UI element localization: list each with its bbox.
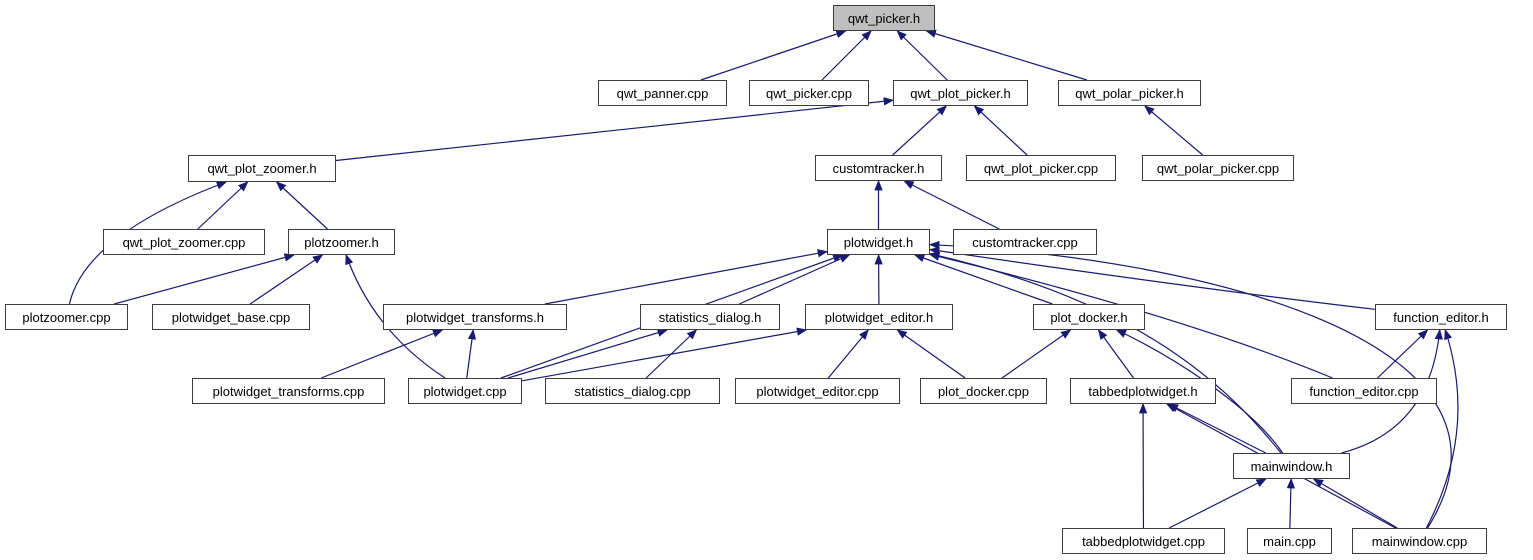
graph-edge-mainwindow_cpp-to-mainwindow_h [1312,478,1398,529]
graph-node-customtracker_h[interactable]: customtracker.h [815,155,942,181]
graph-edge-mainwindow_cpp-to-function_editor_h [1425,328,1459,529]
graph-edge-function_editor_cpp-to-plotwidget_h [928,252,1333,379]
graph-edge-plotzoomer_cpp-to-plotzoomer_h [114,253,295,305]
graph-node-plotwidget_base_cpp[interactable]: plotwidget_base.cpp [152,304,310,330]
graph-node-plot_docker_cpp[interactable]: plot_docker.cpp [920,378,1047,404]
graph-node-plotwidget_editor_cpp[interactable]: plotwidget_editor.cpp [735,378,900,404]
graph-edge-plotwidget_editor_cpp-to-plotwidget_editor_h [827,329,869,379]
graph-edge-plot_docker_cpp-to-plot_docker_h [1001,329,1072,379]
graph-edge-main_cpp-to-mainwindow_h [1286,477,1296,529]
graph-edge-plotwidget_cpp-to-plotwidget_editor_h [521,327,808,382]
graph-edge-plotwidget_cpp-to-statistics_dialog_h [507,328,669,379]
graph-edge-function_editor_h-to-plotwidget_h [928,246,1376,310]
graph-edge-plotzoomer_h-to-qwt_plot_zoomer_h [275,181,328,230]
graph-node-plotzoomer_h[interactable]: plotzoomer.h [288,229,395,255]
graph-edge-mainwindow_h-to-tabbedplotwidget_h [1167,403,1267,454]
graph-node-plotwidget_h[interactable]: plotwidget.h [827,229,930,255]
graph-node-mainwindow_cpp[interactable]: mainwindow.cpp [1352,528,1487,554]
graph-edge-plotwidget_transforms_cpp-to-plotwidget_transforms_h [321,329,444,379]
graph-node-qwt_plot_zoomer_h[interactable]: qwt_plot_zoomer.h [188,155,336,182]
graph-node-qwt_picker_cpp[interactable]: qwt_picker.cpp [749,80,869,106]
graph-edge-tabbedplotwidget_cpp-to-mainwindow_h [1168,478,1267,529]
graph-edge-qwt_plot_zoomer_cpp-to-qwt_plot_zoomer_h [197,181,249,230]
graph-node-plot_docker_h[interactable]: plot_docker.h [1033,304,1145,330]
graph-node-qwt_polar_picker_h[interactable]: qwt_polar_picker.h [1058,80,1201,106]
graph-edge-qwt_polar_picker_h-to-qwt_picker_h [925,29,1088,81]
graph-edge-qwt_polar_picker_cpp-to-qwt_polar_picker_h [1144,105,1204,156]
graph-node-plotwidget_cpp[interactable]: plotwidget.cpp [408,378,522,404]
graph-node-plotwidget_transforms_h[interactable]: plotwidget_transforms.h [383,304,567,330]
graph-node-plotwidget_editor_h[interactable]: plotwidget_editor.h [805,304,953,330]
graph-edge-plotwidget_base_cpp-to-plotzoomer_h [249,254,324,305]
graph-node-plotzoomer_cpp[interactable]: plotzoomer.cpp [5,304,128,330]
graph-node-statistics_dialog_cpp[interactable]: statistics_dialog.cpp [545,378,720,404]
graph-edge-qwt_plot_zoomer_h-to-qwt_plot_picker_h [335,97,895,162]
graph-node-qwt_plot_picker_cpp[interactable]: qwt_plot_picker.cpp [966,155,1116,181]
graph-edge-qwt_plot_picker_cpp-to-qwt_plot_picker_h [973,105,1028,156]
graph-node-plotwidget_transforms_cpp[interactable]: plotwidget_transforms.cpp [192,378,385,404]
graph-node-function_editor_cpp[interactable]: function_editor.cpp [1291,378,1437,404]
graph-node-main_cpp[interactable]: main.cpp [1247,528,1332,554]
graph-edge-mainwindow_h-to-function_editor_h [1341,328,1443,454]
graph-node-qwt_picker_h: qwt_picker.h [833,5,935,31]
graph-edge-customtracker_cpp-to-customtracker_h [903,180,1000,230]
graph-node-qwt_plot_picker_h[interactable]: qwt_plot_picker.h [893,80,1028,106]
graph-edge-mainwindow_h-to-plotwidget_h [928,251,1282,454]
graph-edge-qwt_panner_cpp-to-qwt_picker_h [700,30,847,81]
graph-edge-tabbedplotwidget_h-to-plot_docker_h [1097,329,1134,379]
graph-edge-qwt_plot_picker_h-to-qwt_picker_h [896,30,948,81]
graph-node-qwt_polar_picker_cpp[interactable]: qwt_polar_picker.cpp [1142,155,1294,181]
graph-node-mainwindow_h[interactable]: mainwindow.h [1233,453,1350,479]
graph-node-customtracker_cpp[interactable]: customtracker.cpp [953,229,1097,255]
graph-node-qwt_plot_zoomer_cpp[interactable]: qwt_plot_zoomer.cpp [103,229,265,255]
graph-edge-statistics_dialog_h-to-plotwidget_h [738,254,851,305]
graph-edge-plot_docker_cpp-to-plotwidget_editor_h [896,329,966,379]
graph-edge-plotwidget_cpp-to-plotwidget_transforms_h [466,328,477,379]
graph-node-tabbedplotwidget_h[interactable]: tabbedplotwidget.h [1070,378,1216,404]
graph-edge-plot_docker_h-to-plotwidget_h [913,254,1053,305]
graph-edge-customtracker_h-to-qwt_plot_picker_h [892,105,948,156]
graph-node-tabbedplotwidget_cpp[interactable]: tabbedplotwidget.cpp [1062,528,1225,554]
graph-node-statistics_dialog_h[interactable]: statistics_dialog.h [640,304,780,330]
graph-node-function_editor_h[interactable]: function_editor.h [1375,304,1507,330]
graph-node-qwt_panner_cpp[interactable]: qwt_panner.cpp [598,80,727,106]
graph-edge-qwt_picker_cpp-to-qwt_picker_h [821,30,872,81]
graph-edge-plotwidget_transforms_h-to-plotwidget_h [544,249,829,305]
graph-edge-function_editor_cpp-to-function_editor_h [1377,329,1429,379]
